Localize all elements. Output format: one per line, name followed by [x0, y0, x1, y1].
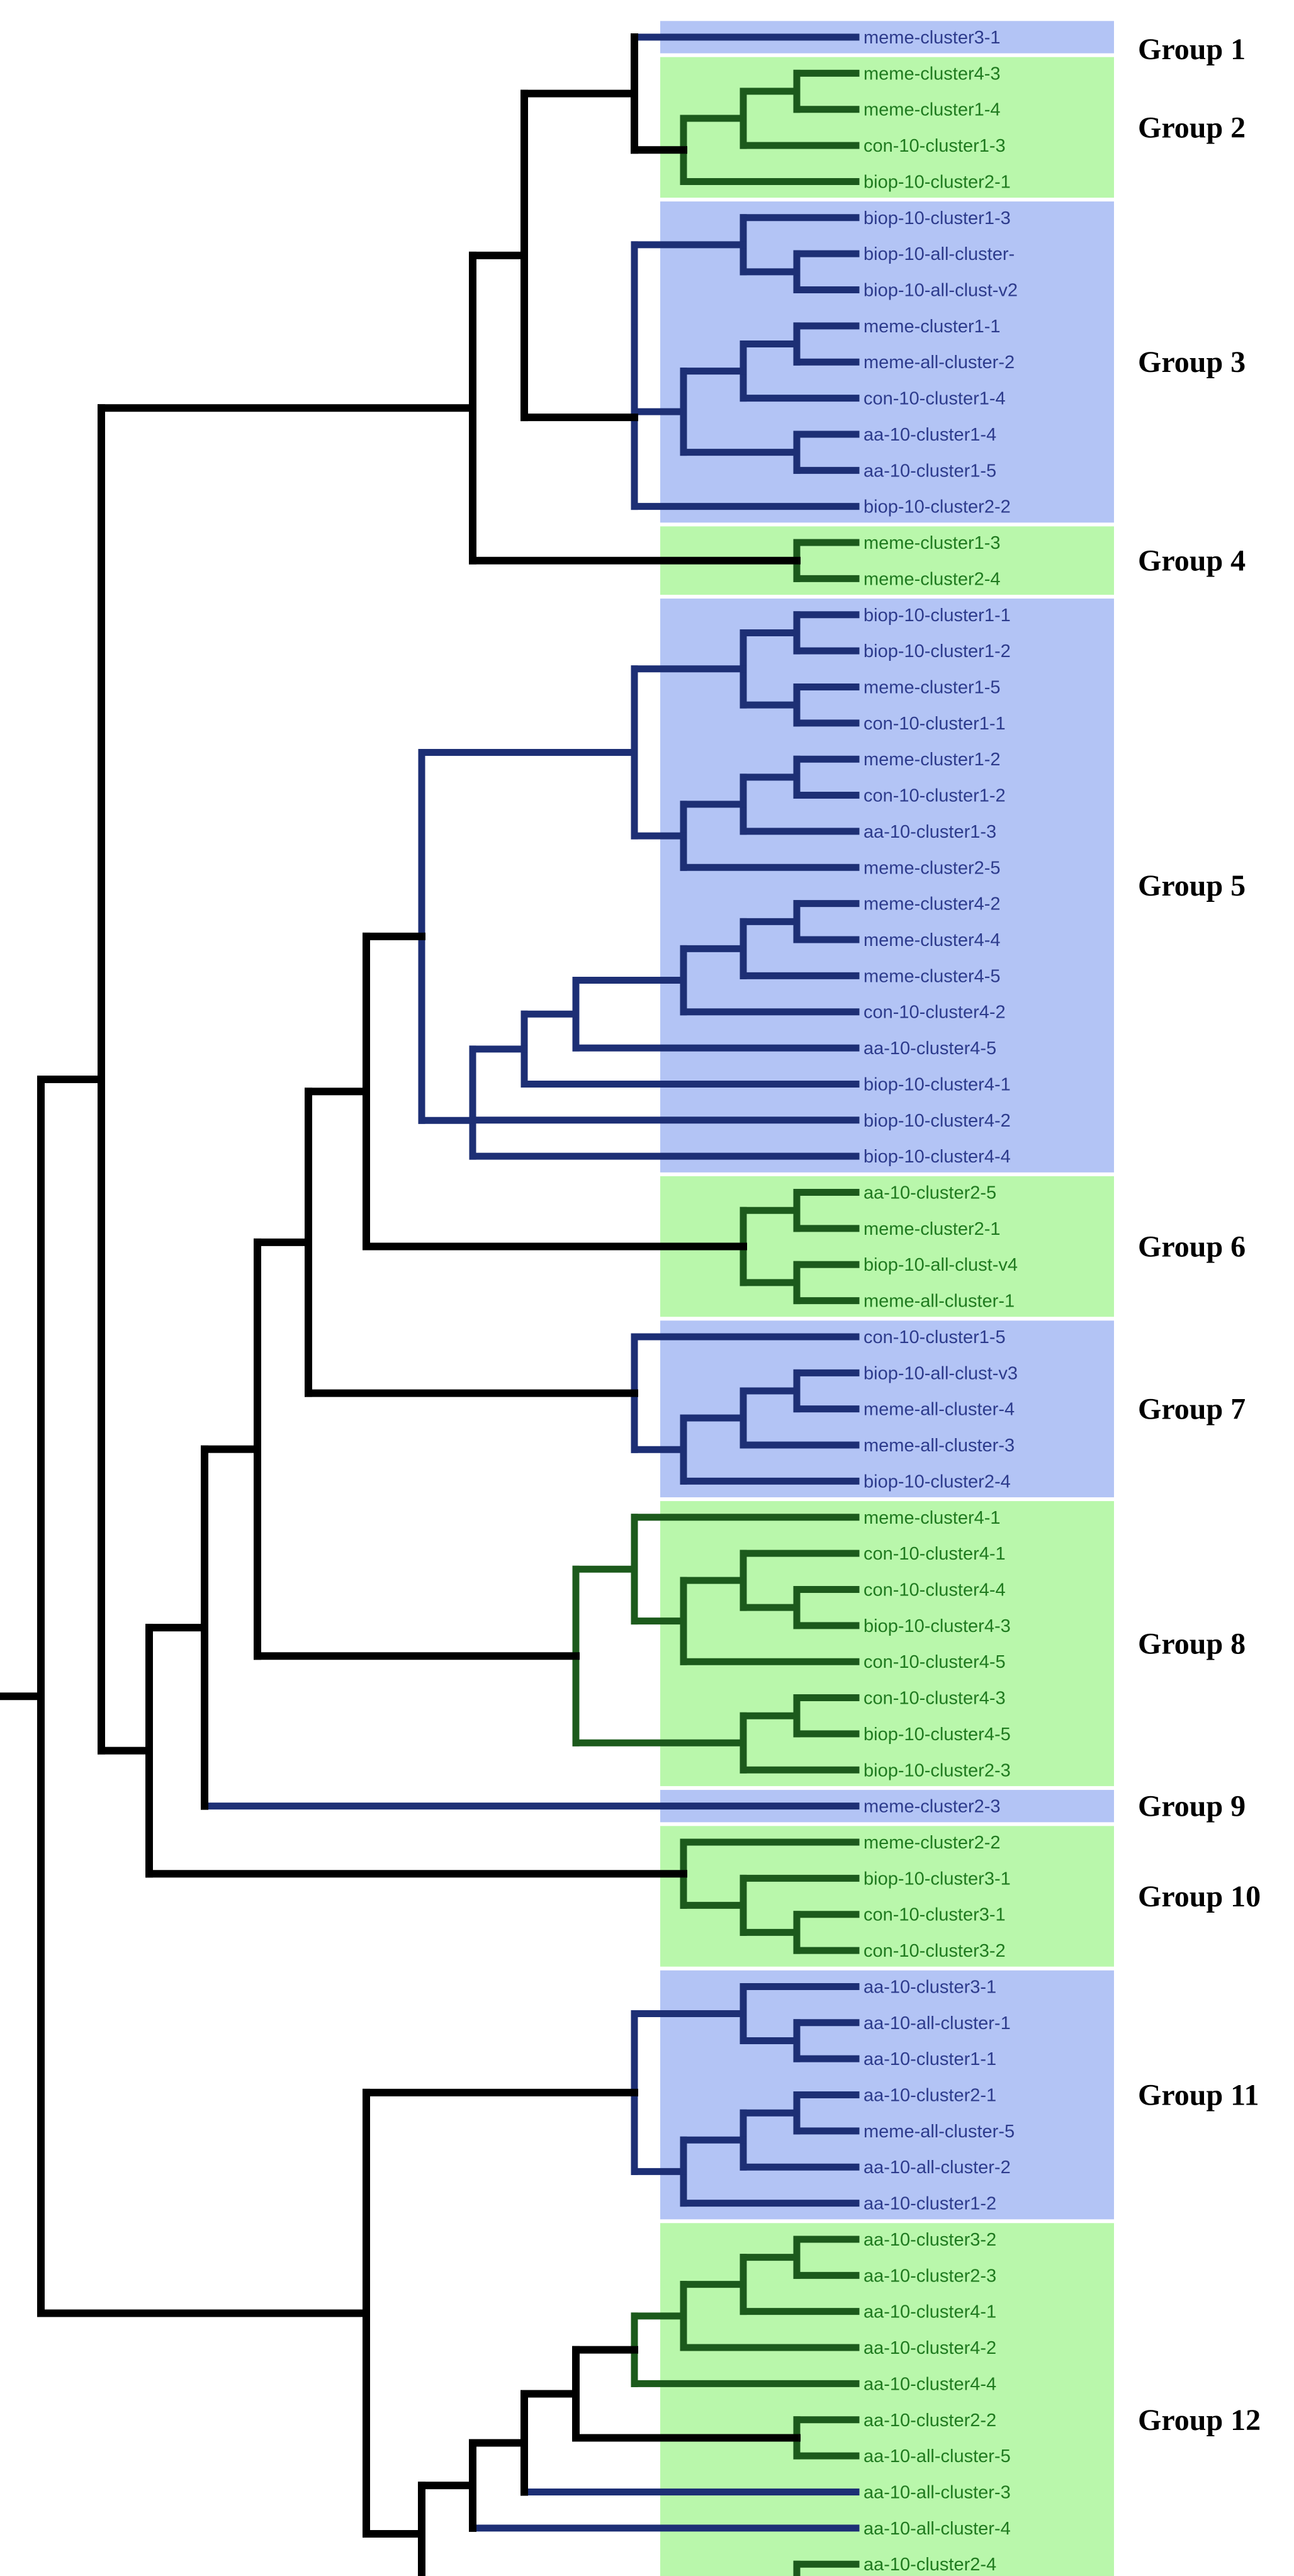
leaf-label: con-10-cluster1-4 [864, 389, 1006, 409]
group-band [660, 1501, 1114, 1786]
leaf-label: aa-10-all-cluster-4 [864, 2519, 1011, 2539]
leaf-label: con-10-cluster1-3 [864, 136, 1006, 156]
leaf-label: meme-all-cluster-2 [864, 352, 1015, 373]
leaf-label: aa-10-all-cluster-3 [864, 2482, 1011, 2502]
leaf-label: biop-10-cluster4-2 [864, 1111, 1011, 1131]
group-bands [660, 21, 1114, 2576]
leaf-label: meme-cluster1-1 [864, 317, 1001, 337]
group-band [660, 599, 1114, 1173]
leaf-label: meme-cluster4-5 [864, 966, 1001, 986]
group-label: Group 1 [1138, 33, 1246, 66]
leaf-label: con-10-cluster1-1 [864, 714, 1006, 734]
leaf-label: aa-10-cluster2-5 [864, 1183, 996, 1203]
group-band [660, 57, 1114, 198]
group-label: Group 2 [1138, 111, 1246, 144]
leaf-label: meme-cluster1-4 [864, 100, 1001, 120]
leaf-label: biop-10-cluster1-3 [864, 208, 1011, 228]
leaf-label: aa-10-all-cluster-5 [864, 2446, 1011, 2466]
group-label: Group 11 [1138, 2079, 1259, 2112]
group-label: Group 8 [1138, 1628, 1246, 1661]
leaf-label: biop-10-cluster2-4 [864, 1471, 1011, 1492]
leaf-label: con-10-cluster1-2 [864, 786, 1006, 806]
leaf-label: biop-10-cluster2-2 [864, 497, 1011, 517]
leaf-label: meme-cluster1-5 [864, 677, 1001, 697]
leaf-label: meme-cluster4-1 [864, 1508, 1001, 1528]
leaf-label: aa-10-cluster1-3 [864, 822, 996, 842]
leaf-label: biop-10-cluster1-1 [864, 605, 1011, 626]
leaf-label: meme-cluster1-3 [864, 533, 1001, 553]
leaf-label: biop-10-all-clust-v4 [864, 1255, 1018, 1275]
group-label: Group 4 [1138, 544, 1246, 578]
leaf-label: meme-cluster4-3 [864, 64, 1001, 84]
leaf-label: aa-10-cluster4-4 [864, 2374, 996, 2394]
leaf-label: con-10-cluster4-4 [864, 1580, 1006, 1600]
leaf-label: biop-10-cluster4-3 [864, 1616, 1011, 1636]
leaf-label: biop-10-all-clust-v3 [864, 1363, 1018, 1383]
leaf-label: aa-10-cluster1-1 [864, 2049, 996, 2069]
group-band [660, 201, 1114, 523]
leaf-label: meme-all-cluster-3 [864, 1436, 1015, 1456]
leaf-label: con-10-cluster4-1 [864, 1544, 1006, 1564]
leaf-label: aa-10-cluster2-4 [864, 2555, 996, 2575]
group-label: Group 6 [1138, 1230, 1246, 1264]
group-label: Group 12 [1138, 2404, 1261, 2437]
leaf-label: meme-cluster2-5 [864, 858, 1001, 878]
leaf-label: con-10-cluster4-3 [864, 1689, 1006, 1709]
group-label: Group 5 [1138, 869, 1246, 903]
leaf-label: meme-cluster3-1 [864, 28, 1001, 48]
leaf-label: meme-cluster2-2 [864, 1833, 1001, 1853]
group-band [660, 1826, 1114, 1967]
leaf-label: con-10-cluster1-5 [864, 1327, 1006, 1347]
leaf-label: meme-all-cluster-1 [864, 1291, 1015, 1312]
leaf-label: aa-10-cluster2-3 [864, 2266, 996, 2286]
leaf-label: biop-10-all-cluster- [864, 244, 1015, 264]
leaf-label: con-10-cluster3-1 [864, 1905, 1006, 1925]
leaf-label: aa-10-cluster4-2 [864, 2338, 996, 2358]
leaf-label: meme-cluster4-2 [864, 894, 1001, 914]
group-labels: Group 1 Group 2 Group 3 Group 4 Group 5 Group… [1138, 33, 1261, 2437]
leaf-label: aa-10-cluster3-1 [864, 1977, 996, 1997]
leaf-label: meme-cluster1-2 [864, 750, 1001, 770]
leaf-label: aa-10-cluster2-1 [864, 2086, 996, 2106]
leaf-label: aa-10-all-cluster-1 [864, 2013, 1011, 2033]
leaf-label: biop-10-cluster1-2 [864, 641, 1011, 661]
leaf-label: meme-all-cluster-5 [864, 2122, 1015, 2142]
leaf-label: aa-10-cluster1-2 [864, 2194, 996, 2214]
leaf-label: aa-10-all-cluster-2 [864, 2157, 1011, 2178]
group-label: Group 3 [1138, 346, 1246, 379]
leaf-label: biop-10-all-clust-v2 [864, 281, 1018, 301]
leaf-label: biop-10-cluster2-3 [864, 1760, 1011, 1780]
tree-branches [0, 33, 860, 2576]
leaf-label: aa-10-cluster2-2 [864, 2410, 996, 2431]
leaf-label: meme-cluster4-4 [864, 930, 1001, 950]
leaf-label: biop-10-cluster4-1 [864, 1074, 1011, 1094]
leaf-label: biop-10-cluster3-1 [864, 1869, 1011, 1889]
leaf-label: biop-10-cluster2-1 [864, 172, 1011, 192]
leaf-label: con-10-cluster4-2 [864, 1003, 1006, 1023]
group-label: Group 9 [1138, 1790, 1246, 1823]
leaf-label: con-10-cluster4-5 [864, 1652, 1006, 1672]
leaf-label: meme-cluster2-3 [864, 1797, 1001, 1817]
group-band [660, 1320, 1114, 1498]
leaf-label: meme-cluster2-4 [864, 569, 1001, 589]
leaf-label: aa-10-cluster4-5 [864, 1038, 996, 1059]
leaf-label: con-10-cluster3-2 [864, 1941, 1006, 1961]
leaf-label: aa-10-cluster1-5 [864, 461, 996, 481]
leaf-label: aa-10-cluster1-4 [864, 425, 996, 445]
leaf-label: meme-all-cluster-4 [864, 1400, 1015, 1420]
group-label: Group 7 [1138, 1393, 1246, 1426]
leaf-label: aa-10-cluster3-2 [864, 2230, 996, 2250]
leaf-label: biop-10-cluster4-4 [864, 1147, 1011, 1167]
group-label: Group 10 [1138, 1880, 1261, 1913]
leaf-label: aa-10-cluster4-1 [864, 2302, 996, 2322]
leaf-label: biop-10-cluster4-5 [864, 1724, 1011, 1745]
leaf-labels: meme-cluster3-1 meme-cluster4-3 meme-clust… [864, 28, 1018, 2575]
leaf-label: meme-cluster2-1 [864, 1219, 1001, 1239]
